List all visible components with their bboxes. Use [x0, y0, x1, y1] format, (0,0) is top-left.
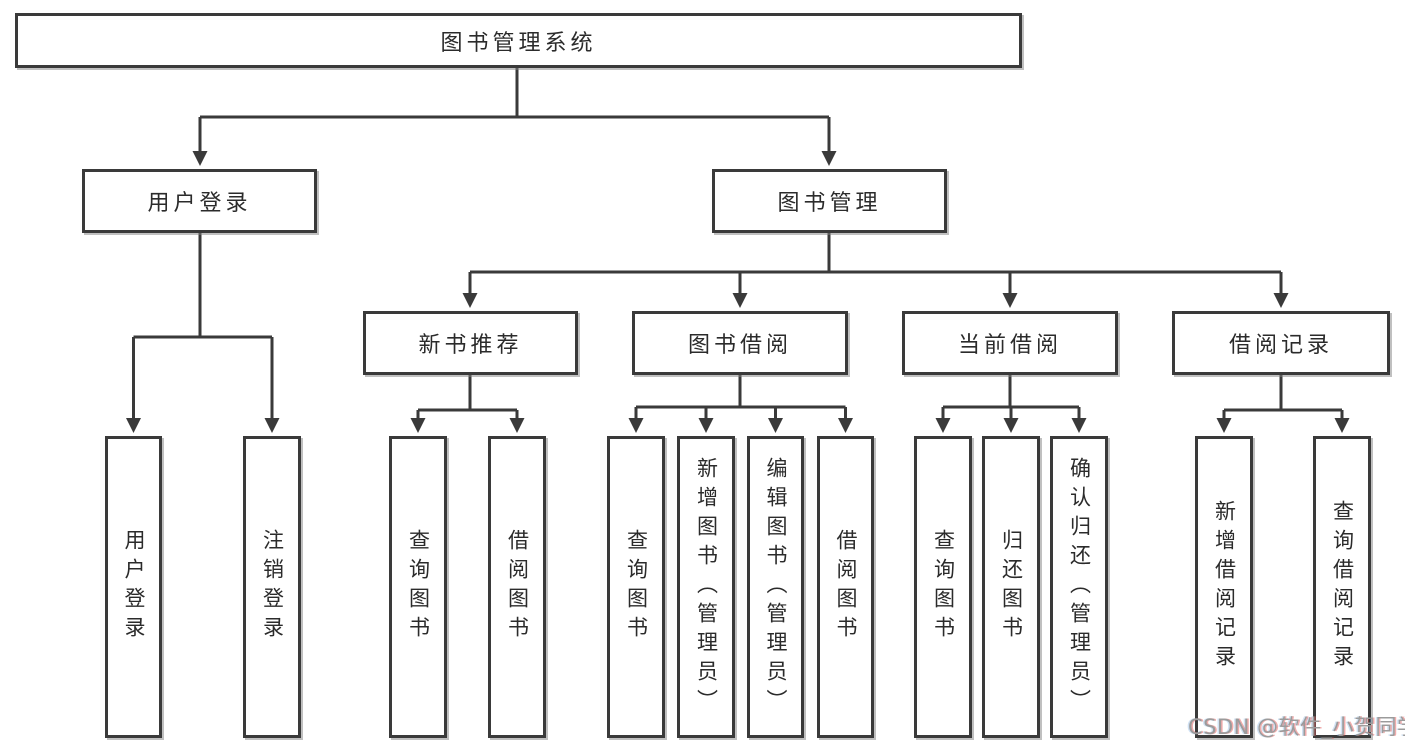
leaf-query-books-2: 查询图书	[607, 436, 665, 738]
connector-arrows	[126, 117, 1350, 433]
leaf-add-book-admin: 新增图书（管理员）	[677, 436, 735, 738]
node-root-system: 图书管理系统	[15, 13, 1022, 68]
node-book-borrow: 图书借阅	[632, 311, 848, 375]
leaf-return-book: 归还图书	[982, 436, 1040, 738]
leaf-query-borrow-record: 查询借阅记录	[1313, 436, 1371, 738]
csdn-watermark: CSDN @软件_小贺同学	[1188, 715, 1405, 739]
node-book-management-branch: 图书管理	[712, 169, 947, 233]
leaf-edit-book-admin: 编辑图书（管理员）	[747, 436, 804, 738]
leaf-user-login: 用户登录	[105, 436, 162, 738]
leaf-confirm-return-admin: 确认归还（管理员）	[1050, 436, 1108, 738]
leaf-query-books-1: 查询图书	[389, 436, 447, 738]
leaf-query-books-3: 查询图书	[914, 436, 972, 738]
node-new-book-recommend: 新书推荐	[363, 311, 578, 375]
node-user-login-branch: 用户登录	[82, 169, 317, 233]
leaf-add-borrow-record: 新增借阅记录	[1195, 436, 1253, 738]
leaf-borrow-books-1: 借阅图书	[488, 436, 546, 738]
leaf-logout: 注销登录	[243, 436, 301, 738]
node-borrow-records: 借阅记录	[1172, 311, 1390, 375]
node-current-borrow: 当前借阅	[902, 311, 1118, 375]
leaf-borrow-books-2: 借阅图书	[817, 436, 874, 738]
